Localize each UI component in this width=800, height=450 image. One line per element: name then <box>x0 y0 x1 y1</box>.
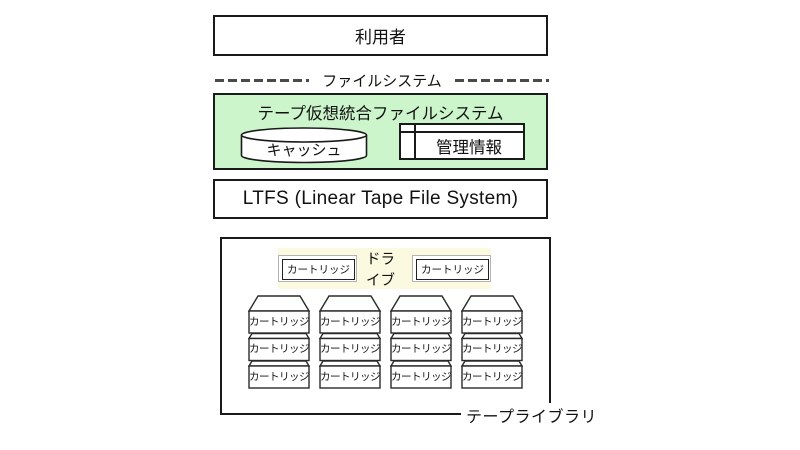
cartridge-stack-icon <box>319 295 381 389</box>
divider-dash-right <box>454 79 549 82</box>
cartridge-label: カートリッジ <box>249 343 310 355</box>
virtual-fs-box: テープ仮想統合ファイルシステム キャッシュ 管理情報 <box>213 93 548 170</box>
cartridge-label: カートリッジ <box>320 316 381 328</box>
cartridge-stack-icon <box>248 295 310 389</box>
management-info-label: 管理情報 <box>436 138 502 157</box>
table-vertical-line <box>414 125 416 158</box>
ltfs-label: LTFS (Linear Tape File System) <box>242 188 519 209</box>
cartridge-label: カートリッジ <box>320 343 381 355</box>
cartridge-label: カートリッジ <box>320 371 381 383</box>
cartridge-label: カートリッジ <box>249 371 310 383</box>
table-horizontal-line <box>401 131 523 133</box>
virtual-fs-title: テープ仮想統合ファイルシステム <box>257 105 504 123</box>
divider-dash-left <box>215 79 310 82</box>
drive-label: ドライブ <box>366 251 395 289</box>
drive-area: カートリッジ ドライブ カートリッジ <box>278 248 491 289</box>
cartridge-label: カートリッジ <box>391 371 452 383</box>
filesystem-divider: ファイルシステム <box>215 72 549 90</box>
cartridge-label: カートリッジ <box>249 316 310 328</box>
cartridge-label: カートリッジ <box>462 343 523 355</box>
cache-cylinder: キャッシュ <box>240 126 368 164</box>
cartridge-stack-4: カートリッジ カートリッジ カートリッジ <box>461 295 523 390</box>
user-box: 利用者 <box>213 15 548 56</box>
drive-cartridge-slot-left: カートリッジ <box>278 255 357 282</box>
cartridge-label: カートリッジ <box>391 343 452 355</box>
cache-label: キャッシュ <box>266 142 342 159</box>
cartridge-label: カートリッジ <box>462 316 523 328</box>
cartridge-stacks-row: カートリッジ カートリッジ カートリッジ カートリッジ カートリッジ カートリッ… <box>222 295 549 390</box>
tape-library-caption: テープライブラリ <box>461 403 601 429</box>
user-box-label: 利用者 <box>355 28 406 47</box>
drive-cartridge-left: カートリッジ <box>282 259 355 280</box>
cartridge-stack-2: カートリッジ カートリッジ カートリッジ <box>319 295 381 390</box>
cylinder-icon <box>240 127 368 164</box>
cartridge-stack-icon <box>461 295 523 389</box>
filesystem-divider-label: ファイルシステム <box>322 73 442 90</box>
cartridge-label: カートリッジ <box>462 371 523 383</box>
drive-cartridge-slot-right: カートリッジ <box>412 255 491 282</box>
management-info-table: 管理情報 <box>399 123 525 160</box>
drive-cartridge-right: カートリッジ <box>416 259 489 280</box>
cartridge-stack-icon <box>390 295 452 389</box>
ltfs-box: LTFS (Linear Tape File System) <box>213 179 548 219</box>
tape-library-box: カートリッジ ドライブ カートリッジ カートリッジ カートリッジ カートリッ <box>220 237 551 415</box>
cartridge-label: カートリッジ <box>391 316 452 328</box>
cartridge-stack-3: カートリッジ カートリッジ カートリッジ <box>390 295 452 390</box>
cartridge-stack-1: カートリッジ カートリッジ カートリッジ <box>248 295 310 390</box>
